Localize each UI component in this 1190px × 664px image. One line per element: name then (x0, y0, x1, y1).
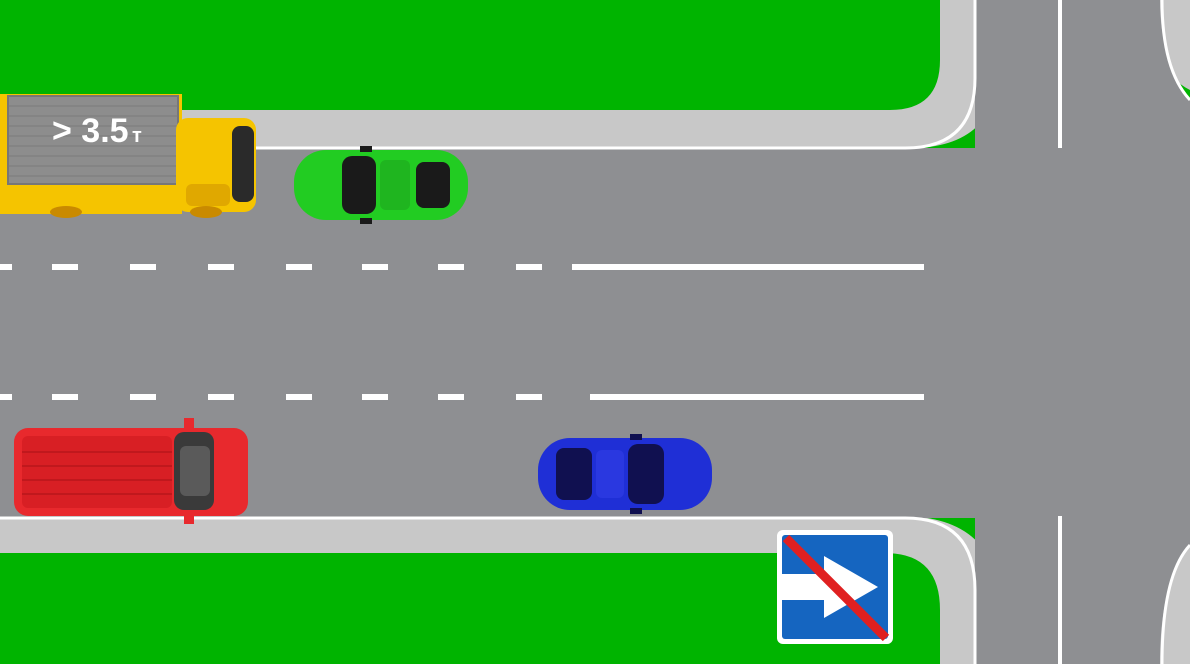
blue-car (538, 434, 712, 514)
lane-markings (0, 0, 1062, 664)
truck-unit-label: т (132, 125, 142, 147)
truck-weight-label: > 3.5 (52, 112, 129, 150)
truck: > 3.5 т (0, 94, 256, 218)
green-car (294, 146, 468, 224)
end-of-lane-sign (777, 530, 893, 644)
crossed-out-line (782, 534, 890, 642)
red-van (14, 418, 248, 524)
